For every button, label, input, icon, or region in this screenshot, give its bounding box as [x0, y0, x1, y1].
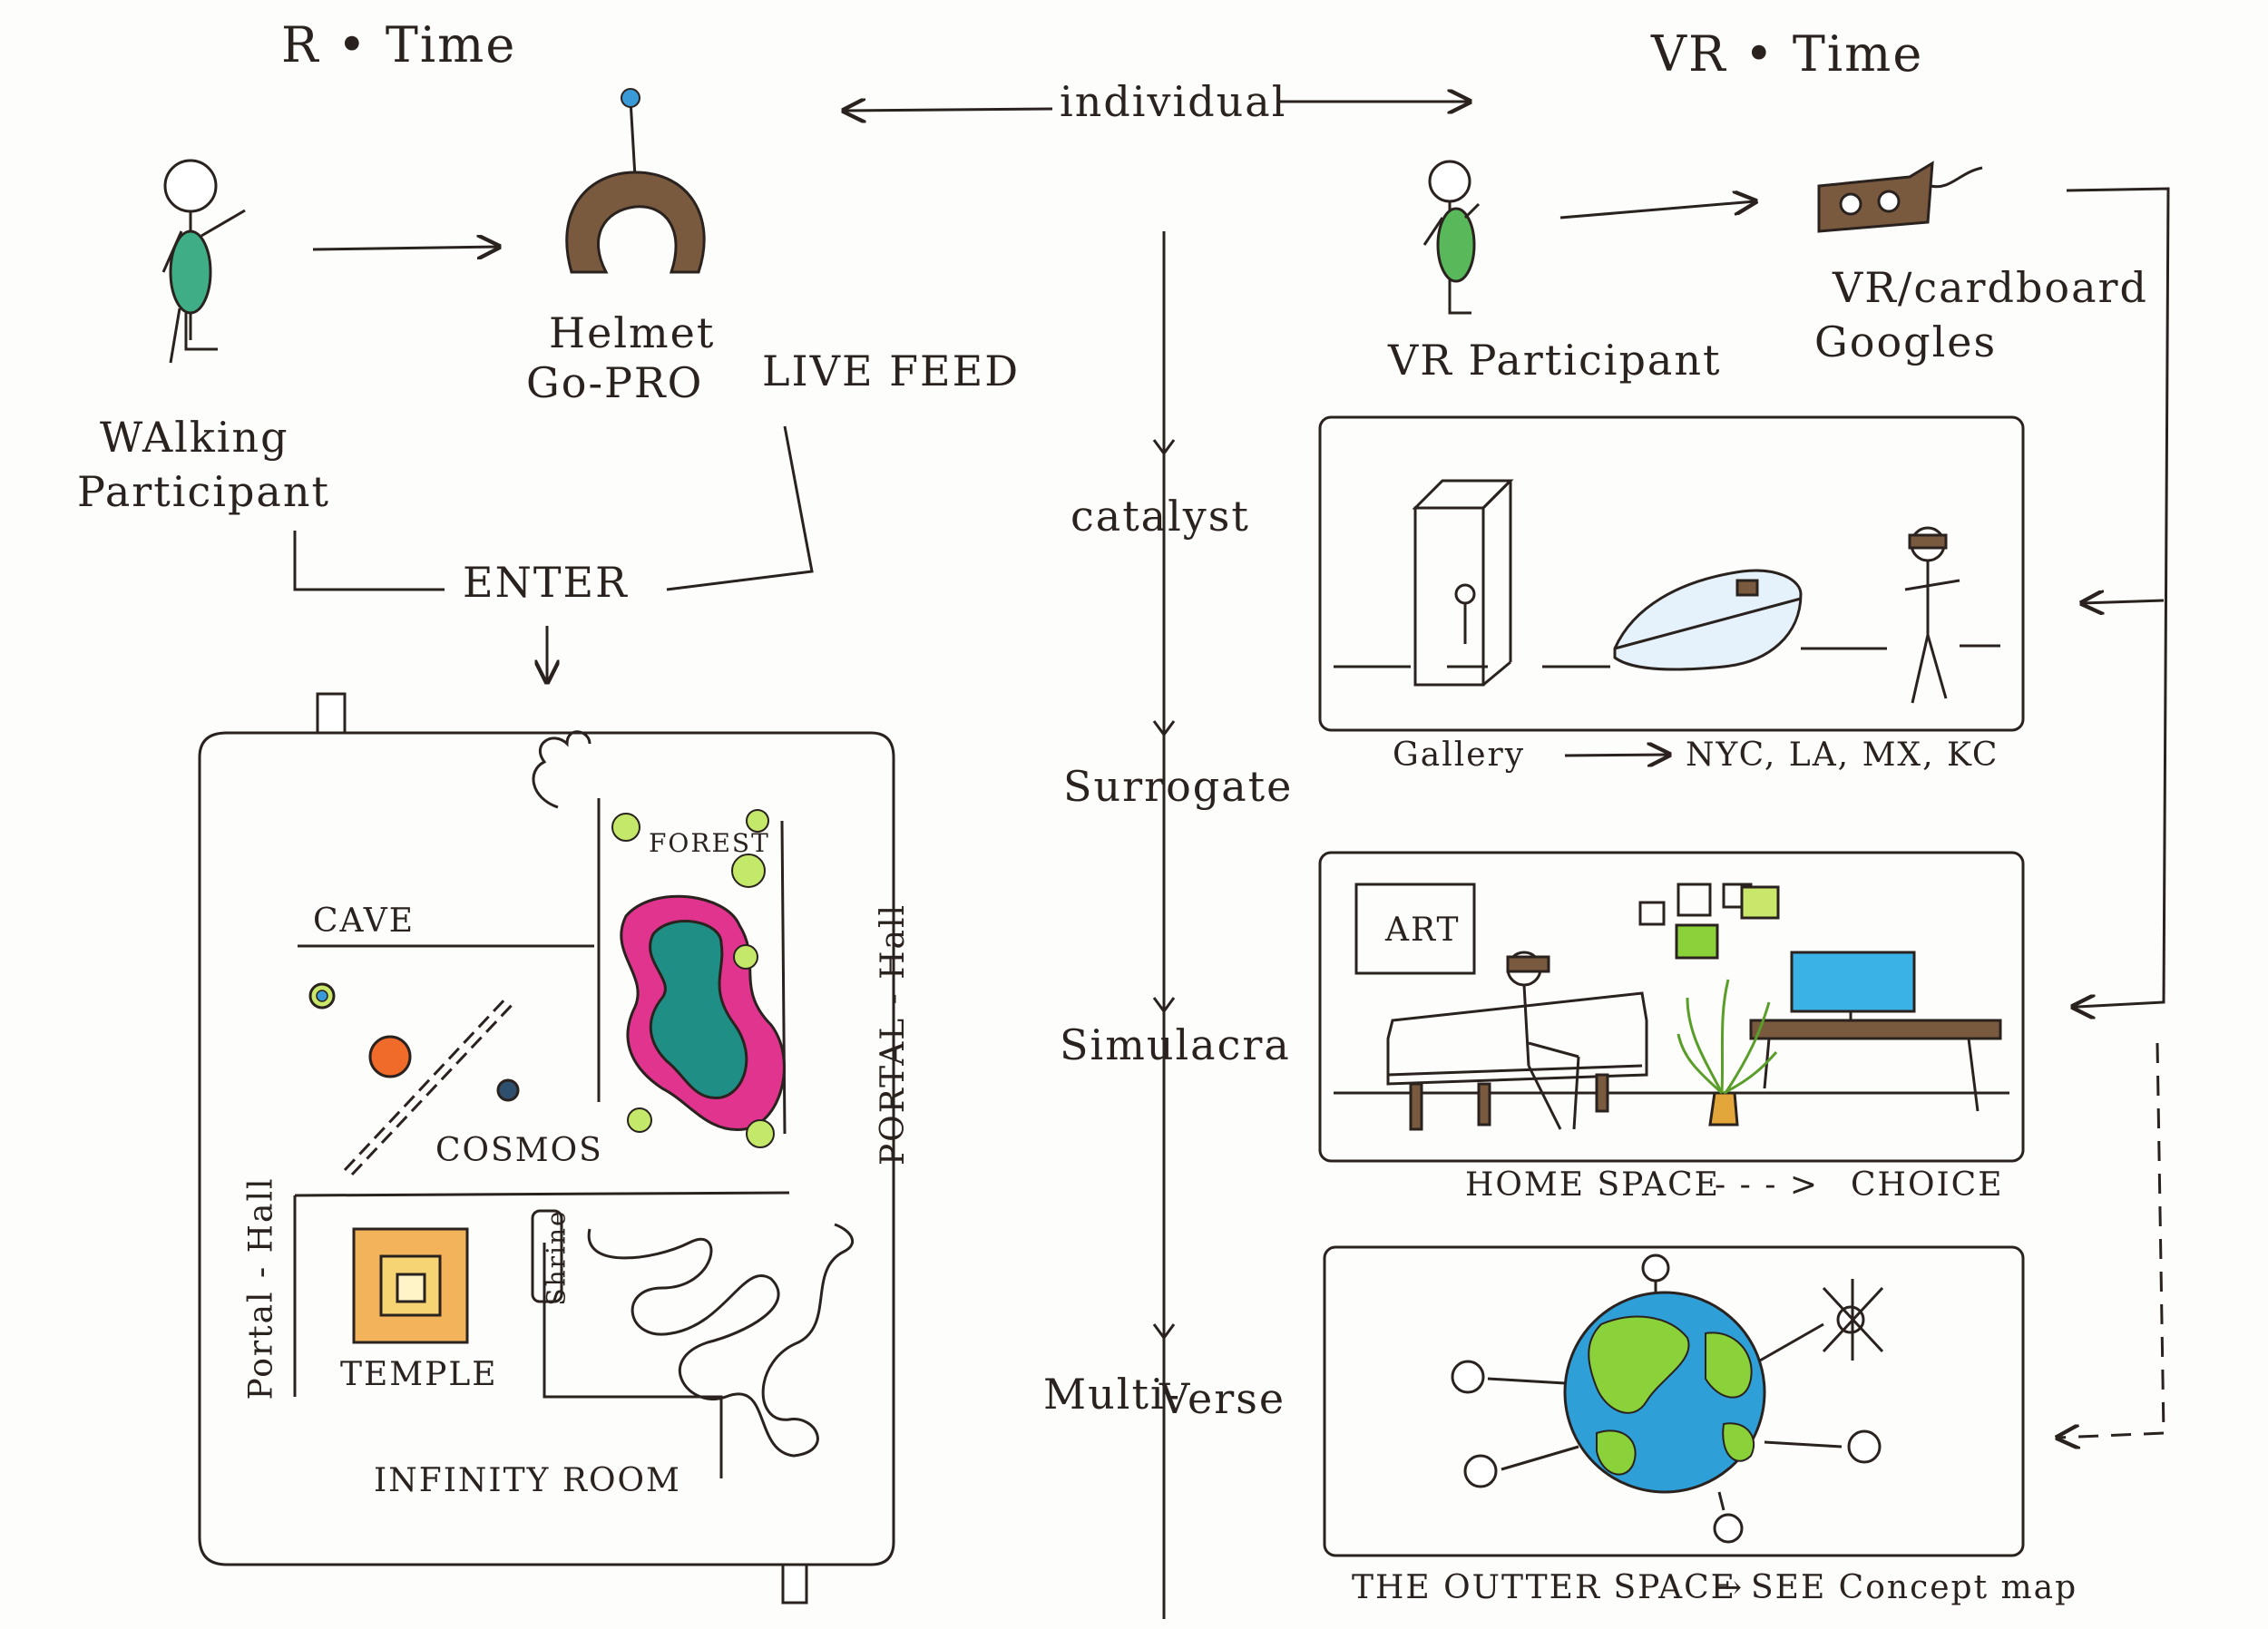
label-art: ART: [1385, 912, 1461, 949]
gallery-arrow: [1564, 755, 1669, 756]
label-enter: ENTER: [463, 558, 629, 607]
label-helmet: Helmet: [549, 308, 716, 357]
walking-participant-figure: [161, 159, 246, 364]
infinity-scribble: [587, 1223, 855, 1458]
vr-participant-figure: [1422, 160, 1481, 315]
flow-multiverse-b: Verse: [1159, 1374, 1286, 1423]
room-portal-hall-left: Portal - Hall: [242, 1176, 280, 1400]
room-cave: CAVE: [313, 902, 415, 940]
label-live-feed: LIVE FEED: [762, 346, 1021, 395]
room-portal-hall-right: PORTAL - Hall: [875, 902, 913, 1166]
label-participant: Participant: [77, 467, 330, 516]
label-goggles-a: VR/cardboard: [1833, 263, 2148, 312]
flow-multiverse-a: Multi-: [1043, 1370, 1182, 1419]
shrine-box: [531, 1209, 563, 1303]
flow-surrogate: Surrogate: [1063, 762, 1294, 811]
room-forest: FOREST: [649, 828, 770, 858]
gallery-panel: [1318, 415, 2025, 732]
flow-catalyst: catalyst: [1070, 492, 1250, 541]
right-connector: [2058, 187, 2170, 1438]
flow-individual: individual: [1060, 77, 1287, 126]
floor-plan: [198, 692, 895, 1605]
enter-bracket: [293, 425, 814, 682]
goggles-icon: [1817, 161, 1983, 233]
room-infinity: INFINITY ROOM: [374, 1462, 681, 1499]
room-temple: TEMPLE: [340, 1356, 498, 1393]
flow-simulacra: Simulacra: [1060, 1020, 1291, 1069]
label-outter-arrow: →: [1715, 1569, 1745, 1606]
helmet-icon: [565, 88, 706, 274]
temple-icon: [352, 1227, 469, 1344]
outter-space-panel: [1323, 1245, 2025, 1557]
label-outter-space: THE OUTTER SPACE: [1352, 1569, 1736, 1606]
individual-arrow-left: [844, 109, 1053, 111]
label-gallery-cities: NYC, LA, MX, KC: [1686, 736, 1999, 774]
label-home-space: HOME SPACE: [1465, 1166, 1720, 1204]
room-shrine: Shrine: [541, 1209, 572, 1306]
label-vr-participant: VR Participant: [1388, 336, 1722, 385]
forest-pond: [611, 809, 786, 1148]
participant-to-goggles-arrow: [1559, 201, 1755, 219]
label-walking: WAlking: [100, 413, 289, 462]
center-flow: [844, 102, 1470, 1619]
header-vr-time: VR • Time: [1651, 25, 1924, 83]
home-space-panel: [1318, 851, 2025, 1163]
header-r-time: R • Time: [281, 16, 517, 73]
participant-to-helmet-arrow: [312, 247, 499, 249]
label-home-arrow: - - - >: [1715, 1166, 1819, 1204]
label-goggles-b: Googles: [1814, 317, 1998, 366]
label-gallery: Gallery: [1393, 736, 1526, 774]
plant-icon: [1677, 979, 1778, 1095]
room-cosmos: COSMOS: [435, 1132, 603, 1169]
label-see-concept-map: SEE Concept map: [1751, 1569, 2078, 1606]
label-choice: CHOICE: [1851, 1166, 2004, 1204]
label-gopro: Go-PRO: [526, 358, 704, 407]
cosmos-planets: [308, 982, 520, 1176]
